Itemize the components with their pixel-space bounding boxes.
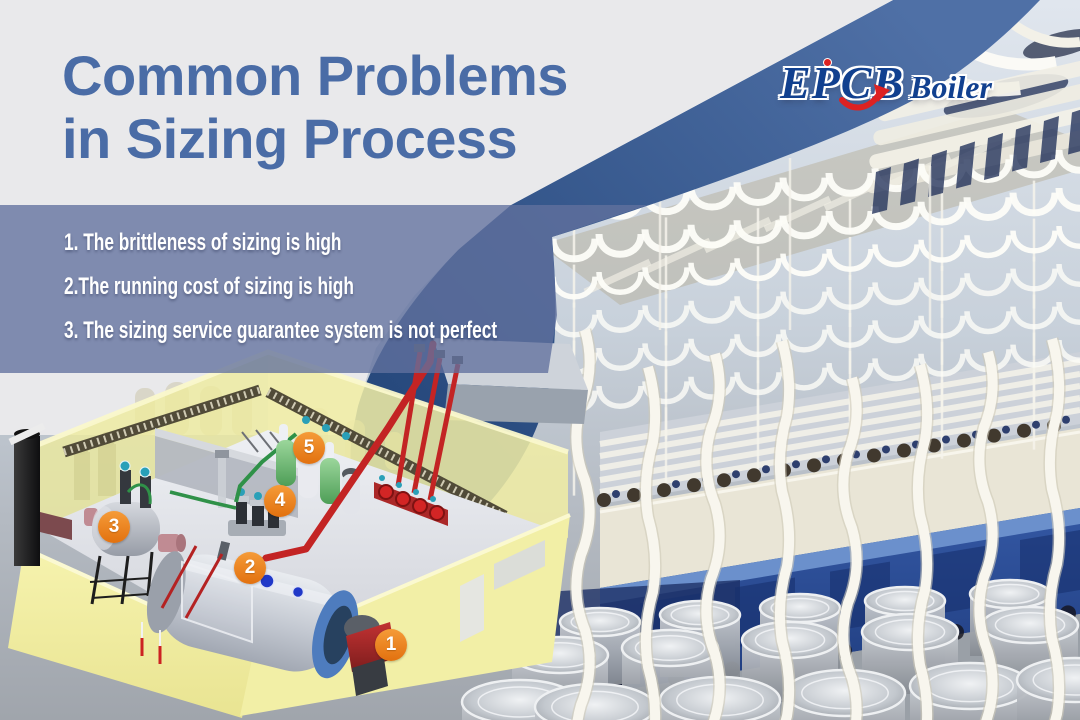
title-line-1: Common Problems — [62, 44, 568, 107]
diagram-marker-3: 3 — [98, 511, 130, 543]
brand-logo: EPCB Boiler — [780, 56, 992, 111]
diagram-marker-2: 2 — [234, 552, 266, 584]
problem-item-1: 1. The brittleness of sizing is high — [64, 229, 342, 256]
diagram-marker-5: 5 — [293, 432, 325, 464]
logo-swoosh-arrow-icon — [839, 84, 890, 111]
back-right-wall — [268, 352, 568, 538]
diagram-marker-4: 4 — [264, 485, 296, 517]
softener-tank — [276, 440, 296, 486]
boiler-room-illustration — [8, 338, 588, 718]
logo-product-text: Boiler — [910, 69, 992, 105]
problem-item-3: 3. The sizing service guarantee system i… — [64, 317, 498, 344]
front-left-wall — [8, 548, 254, 718]
problem-ribbon — [0, 205, 648, 373]
problem-item-2: 2.The running cost of sizing is high — [64, 273, 354, 300]
logo-red-dot — [824, 59, 831, 66]
title-line-2: in Sizing Process — [62, 107, 518, 170]
page-title: Common Problems in Sizing Process — [62, 44, 568, 170]
back-left-wall — [30, 352, 268, 534]
diagram-marker-1: 1 — [375, 629, 407, 661]
chimney — [14, 436, 40, 566]
